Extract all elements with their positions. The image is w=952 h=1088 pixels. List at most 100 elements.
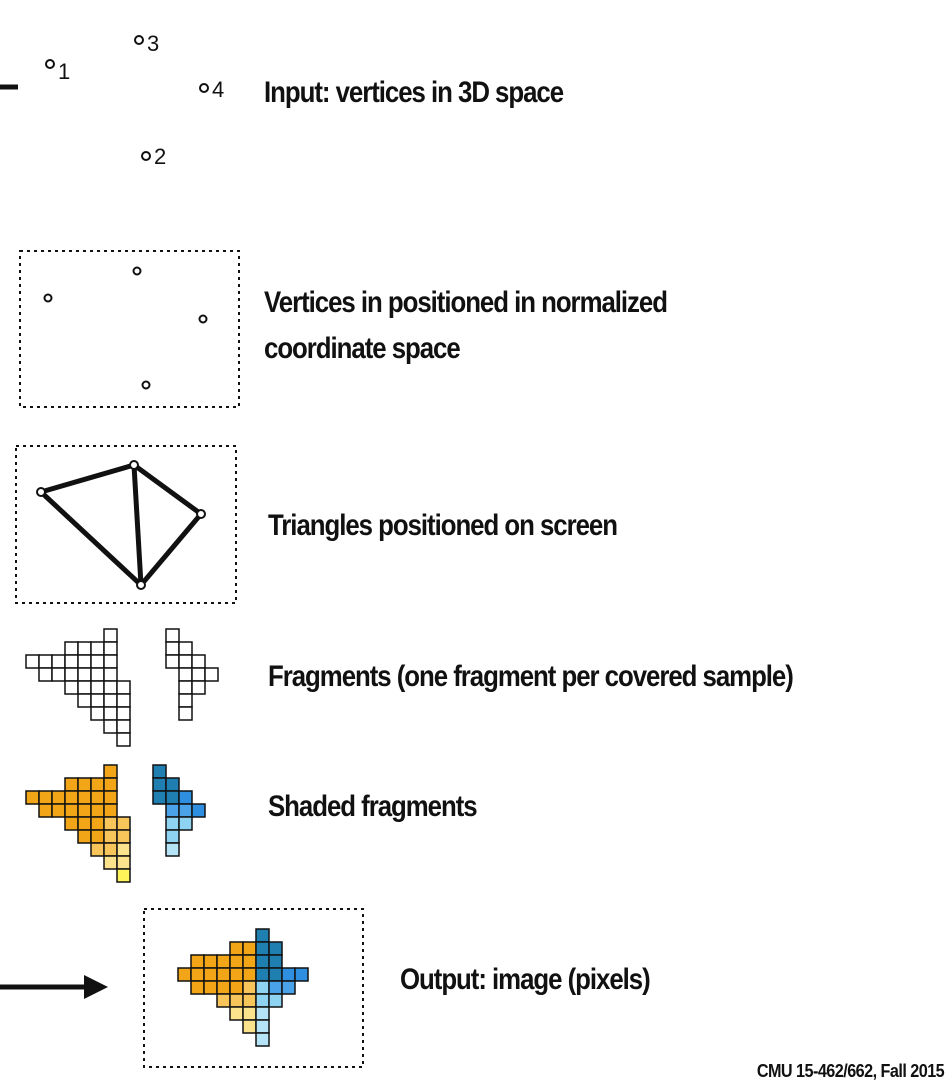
triangle-vertex <box>129 460 139 470</box>
shaded-fragment-cell <box>116 855 131 870</box>
normalized-vertex <box>198 314 208 324</box>
shaded-fragment-cell <box>178 803 193 818</box>
fragment-cell <box>116 693 131 708</box>
shaded-fragment-cell <box>165 803 180 818</box>
fragment-cell <box>90 706 105 721</box>
output-stage-label: Output: image (pixels) <box>400 963 651 996</box>
output-pixel <box>203 980 218 995</box>
output-pixel <box>255 993 270 1008</box>
shaded-fragment-cell <box>165 777 180 792</box>
output-pixel <box>216 980 231 995</box>
fragment-cell <box>204 667 219 682</box>
output-pixel <box>242 980 257 995</box>
fragment-cell <box>77 693 92 708</box>
output-pixel <box>242 954 257 969</box>
shaded-fragment-cell <box>64 803 79 818</box>
fragment-cell <box>103 641 118 656</box>
fragment-cell <box>103 719 118 734</box>
shaded-fragments-left <box>25 764 131 883</box>
normalized-vertex <box>43 293 53 303</box>
output-pixel <box>255 980 270 995</box>
shaded-fragment-cell <box>90 842 105 857</box>
fragment-cell <box>64 667 79 682</box>
output-pixel <box>242 1006 257 1021</box>
fragment-cell <box>77 680 92 695</box>
output-arrow-head <box>84 975 108 999</box>
shaded-fragment-cell <box>25 790 40 805</box>
vertex-1-point <box>45 59 55 69</box>
shaded-fragment-cell <box>103 803 118 818</box>
shaded-fragment-cell <box>103 816 118 831</box>
output-pixel <box>255 1019 270 1034</box>
shaded-fragment-cell <box>152 764 167 779</box>
fragment-cell <box>90 667 105 682</box>
fragment-cell <box>178 706 193 721</box>
output-pixel <box>242 967 257 982</box>
fragment-cell <box>191 680 206 695</box>
fragment-cell <box>178 693 193 708</box>
shaded-fragment-cell <box>178 816 193 831</box>
vertex-1-label: 1 <box>58 59 70 84</box>
shaded-fragment-cell <box>152 777 167 792</box>
output-pixel <box>268 980 283 995</box>
output-pixel <box>229 967 244 982</box>
normalized-stage-label-line2: coordinate space <box>264 332 461 365</box>
output-pixel <box>203 967 218 982</box>
shaded-fragment-cell <box>165 790 180 805</box>
shaded-fragment-cell <box>90 803 105 818</box>
fragment-cell <box>103 667 118 682</box>
fragment-cell <box>103 706 118 721</box>
fragments-left-triangle <box>25 628 131 747</box>
shaded-fragment-cell <box>116 842 131 857</box>
fragment-cell <box>38 654 53 669</box>
output-pixel <box>255 928 270 943</box>
output-pixel <box>255 941 270 956</box>
output-pixel <box>216 993 231 1008</box>
triangles-stage-label: Triangles positioned on screen <box>268 509 618 542</box>
shaded-fragment-cell <box>77 829 92 844</box>
fragment-cell <box>64 654 79 669</box>
shaded-fragment-cell <box>77 816 92 831</box>
fragment-cell <box>116 719 131 734</box>
output-pixel <box>255 954 270 969</box>
fragments-right-triangle <box>165 628 219 721</box>
fragments-stage-label: Fragments (one fragment per covered samp… <box>268 660 794 693</box>
fragment-cell <box>178 654 193 669</box>
output-arrow <box>0 975 108 999</box>
output-image-frame <box>143 908 364 1068</box>
shaded-fragment-cell <box>178 790 193 805</box>
shaded-fragment-cell <box>64 777 79 792</box>
output-pixel <box>268 954 283 969</box>
triangle-vertex <box>196 509 206 519</box>
shaded-fragment-cell <box>165 816 180 831</box>
shaded-fragment-cell <box>64 790 79 805</box>
vertex-3-label: 3 <box>147 31 159 56</box>
fragment-cell <box>178 680 193 695</box>
shaded-fragment-cell <box>64 816 79 831</box>
fragment-cell <box>191 667 206 682</box>
output-pixel <box>255 1032 270 1047</box>
shaded-fragment-cell <box>90 816 105 831</box>
fragment-cell <box>90 693 105 708</box>
shaded-fragment-cell <box>165 842 180 857</box>
output-pixel <box>268 967 283 982</box>
shaded-fragment-cell <box>116 868 131 883</box>
fragment-cell <box>103 654 118 669</box>
fragment-cell <box>77 654 92 669</box>
triangle-vertex <box>136 580 146 590</box>
shaded-fragment-cell <box>116 829 131 844</box>
output-pixel <box>177 967 192 982</box>
normalized-space-frame <box>19 250 240 408</box>
output-pixel <box>229 1006 244 1021</box>
shaded-fragment-cell <box>152 790 167 805</box>
vertex-4-label: 4 <box>212 77 224 102</box>
shaded-fragment-cell <box>77 790 92 805</box>
shaded-fragment-cell <box>90 829 105 844</box>
output-pixel <box>281 967 296 982</box>
normalized-vertex <box>141 380 151 390</box>
shaded-fragments-right <box>152 764 206 857</box>
triangle-vertex <box>36 487 46 497</box>
fragment-cell <box>90 641 105 656</box>
output-pixel <box>190 967 205 982</box>
